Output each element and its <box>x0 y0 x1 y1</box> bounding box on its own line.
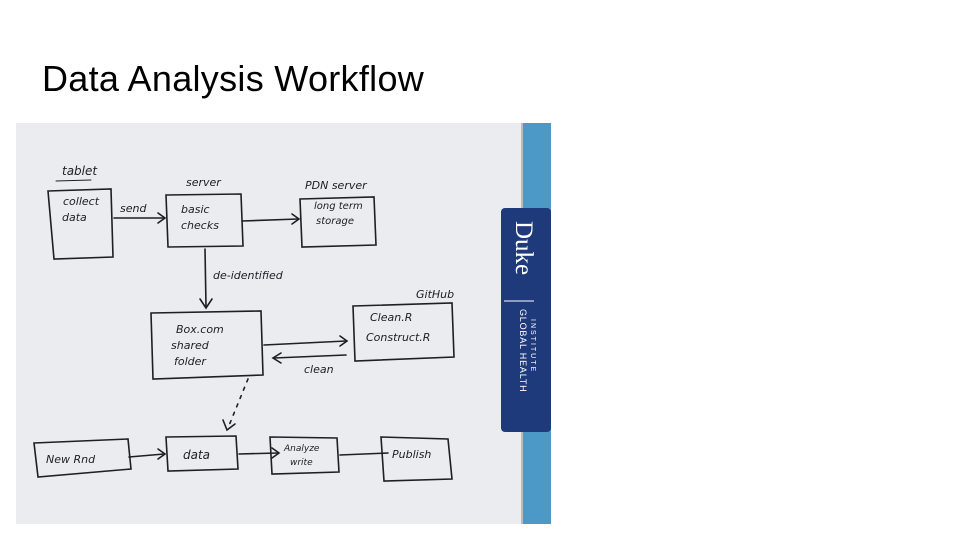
duke-wordmark: Duke <box>510 221 537 275</box>
duke-logo: Duke GLOBAL HEALTH INSTITUTE <box>501 208 551 432</box>
pdn-label: PDN server <box>305 179 368 192</box>
basic-line1: basic <box>181 203 210 216</box>
storage-box <box>299 196 377 248</box>
analyze-line1: Analyze <box>283 444 320 454</box>
collect-line1: collect <box>63 195 100 208</box>
tablet-label: tablet <box>62 164 98 178</box>
to-publish-arrow <box>339 452 389 456</box>
collect-line2: data <box>62 211 87 224</box>
to-data-arrow <box>128 453 165 458</box>
data-box <box>165 435 239 472</box>
workflow-sketch: tablet collect data send server basic ch… <box>16 123 551 524</box>
deidentified-arrow <box>204 248 207 307</box>
whiteboard-photo: tablet collect data send server basic ch… <box>16 123 551 524</box>
dotted-arrow <box>227 378 249 429</box>
collect-box <box>47 188 114 260</box>
new-round-label: New Rnd <box>46 453 96 466</box>
slide-title: Data Analysis Workflow <box>42 58 425 99</box>
data-label: data <box>183 448 210 462</box>
basic-checks-box <box>165 193 244 248</box>
logo-line1: GLOBAL HEALTH <box>518 309 528 392</box>
publish-label: Publish <box>392 448 431 461</box>
box-folder <box>150 310 264 380</box>
server-label: server <box>186 176 222 189</box>
scripts-box <box>352 302 455 362</box>
storage-line1: long term <box>314 201 363 212</box>
basic-line2: checks <box>181 219 219 232</box>
storage-line2: storage <box>316 216 354 227</box>
storage-arrow <box>241 218 299 222</box>
box-line3: folder <box>174 355 207 368</box>
box-line1: Box.com <box>176 323 224 336</box>
to-scripts-arrow <box>263 340 347 346</box>
scripts-line1: Clean.R <box>370 311 412 324</box>
new-round-box <box>33 438 132 478</box>
deidentified-label: de-identified <box>213 269 284 282</box>
box-line2: shared <box>171 339 210 352</box>
scripts-line2: Construct.R <box>366 331 430 344</box>
clean-label: clean <box>304 363 334 376</box>
to-analyze-arrow <box>238 452 279 455</box>
clean-arrow <box>273 354 347 359</box>
analyze-line2: write <box>290 458 313 468</box>
github-label: GitHub <box>416 288 454 301</box>
send-label: send <box>120 202 147 215</box>
analyze-box <box>269 436 340 475</box>
logo-line2: INSTITUTE <box>529 319 536 373</box>
publish-box <box>380 436 453 482</box>
